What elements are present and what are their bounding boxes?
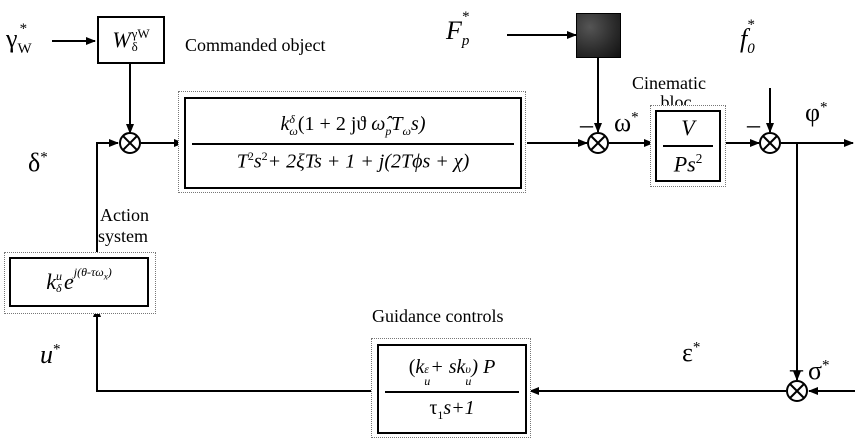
cinematic-denominator: Ps2 bbox=[673, 150, 703, 177]
sum-junction-3 bbox=[759, 132, 781, 154]
minus-sign-sum4: – bbox=[790, 354, 803, 383]
wire-action-to-sum1 bbox=[96, 139, 119, 258]
disturbance-block bbox=[576, 13, 621, 58]
sum-junction-1 bbox=[119, 132, 141, 154]
commanded-object-caption: Commanded object bbox=[185, 35, 326, 55]
signal-gamma-w: γW* bbox=[6, 21, 32, 58]
sum-junction-2 bbox=[587, 132, 609, 154]
signal-u: u* bbox=[40, 340, 61, 369]
action-system-caption: Action system bbox=[98, 205, 149, 246]
cinematic-fraction-bar bbox=[663, 144, 713, 147]
signal-sigma: σ* bbox=[808, 356, 830, 385]
signal-epsilon: ε* bbox=[682, 338, 701, 367]
guidance-caption: Guidance controls bbox=[372, 306, 504, 326]
signal-fp: Fp* bbox=[446, 9, 470, 50]
signal-delta: δ* bbox=[28, 148, 48, 177]
signal-phi: φ* bbox=[805, 98, 828, 127]
signal-omega: ω* bbox=[614, 108, 639, 137]
minus-sign-sum2: – bbox=[580, 110, 593, 139]
guidance-denominator: τ1s+1 bbox=[429, 396, 475, 422]
sum-junction-4 bbox=[786, 380, 808, 402]
cinematic-block: V Ps2 bbox=[655, 110, 721, 182]
guidance-fraction-bar bbox=[385, 390, 519, 393]
minus-sign-sum3: – bbox=[747, 110, 760, 139]
commanded-object-fraction-bar bbox=[192, 142, 514, 145]
cinematic-numerator: V bbox=[681, 114, 695, 140]
signal-f0: f0* bbox=[740, 17, 755, 58]
wire-guidance-to-action bbox=[93, 307, 376, 392]
commanded-object-denominator: T2s2+ 2ξTs + 1 + j(2Tϕs + χ) bbox=[236, 148, 470, 173]
